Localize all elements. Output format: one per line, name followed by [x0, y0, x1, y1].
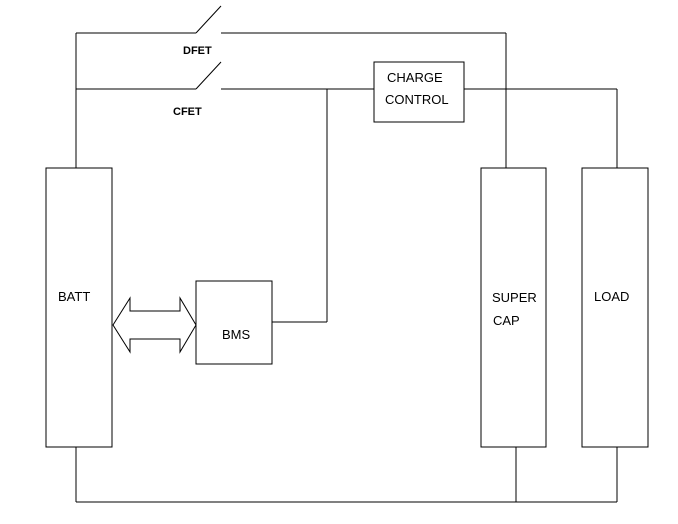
- load-block: [581, 167, 649, 448]
- wires: [75, 32, 618, 503]
- batt-block: [45, 167, 113, 448]
- charge-control-label-line2: CONTROL: [385, 92, 449, 107]
- charge-control-label-line1: CHARGE: [387, 70, 443, 85]
- cfet-switch: [195, 61, 222, 90]
- super-cap-label-line1: SUPER: [492, 290, 537, 305]
- charge-control-block: [373, 61, 465, 123]
- super-cap-block: [480, 167, 547, 448]
- cfet-label: CFET: [173, 106, 202, 118]
- batt-bms-arrow: [112, 296, 197, 354]
- batt-label: BATT: [58, 289, 90, 304]
- bms-block: [195, 280, 273, 365]
- load-label: LOAD: [594, 289, 629, 304]
- dfet-switch: [195, 5, 222, 34]
- super-cap-label-line2: CAP: [493, 313, 520, 328]
- bms-label: BMS: [222, 327, 251, 342]
- dfet-label: DFET: [183, 45, 212, 57]
